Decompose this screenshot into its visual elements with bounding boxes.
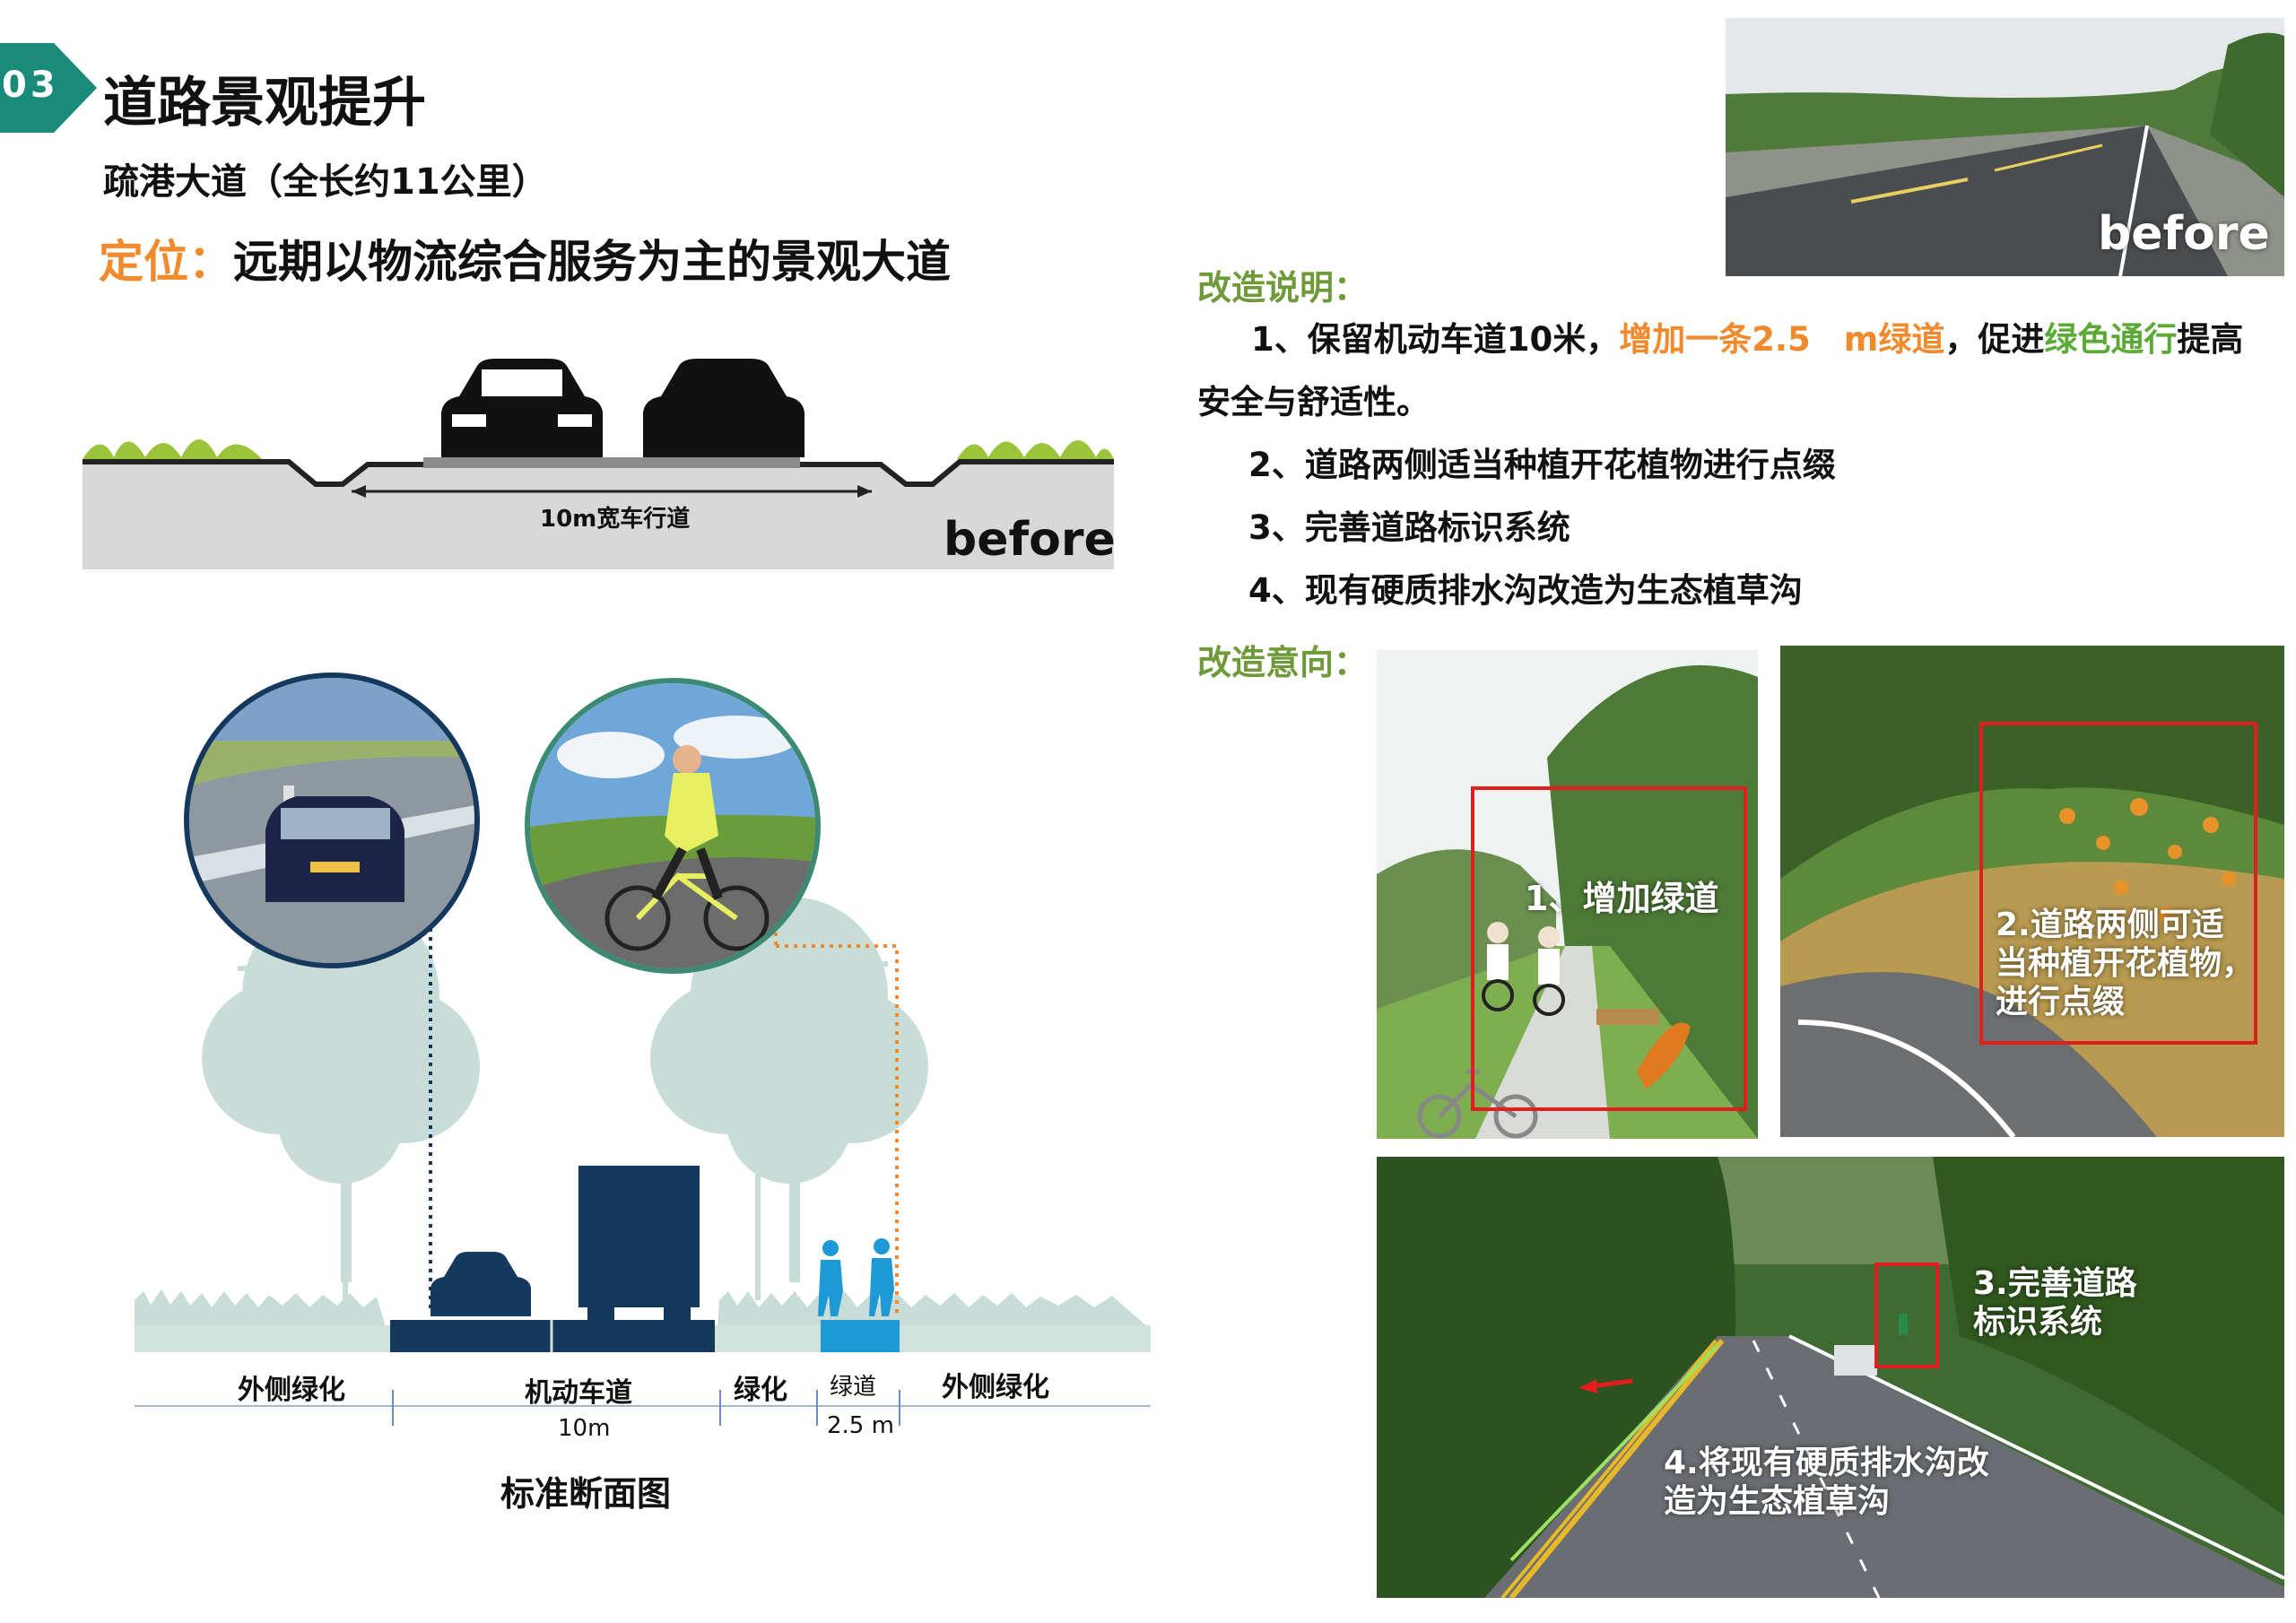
- label-green-strip: 绿化: [734, 1375, 787, 1406]
- truck-icon: [578, 1166, 700, 1320]
- cyclist-photo-circle: [525, 678, 821, 974]
- intent-photo-road: 3.完善道路 标识系统 4.将现有硬质排水沟改 造为生态植草沟: [1377, 1157, 2284, 1598]
- section-number: 03: [2, 65, 59, 106]
- highlight-box: [1979, 722, 2257, 1045]
- car-icon: [265, 796, 404, 902]
- description-item-1: 1、保留机动车道10米，增加一条2.5 m绿道，促进绿色通行提高: [1251, 312, 2243, 360]
- highlight-box: [1874, 1263, 1939, 1368]
- photo3-caption-line: 3.完善道路: [1973, 1265, 2137, 1302]
- divider-tick: [392, 1390, 394, 1426]
- before-photo-tag: before: [2098, 207, 2270, 261]
- cyclist-icon: [818, 1238, 894, 1316]
- item1-highlight-green-travel: 绿色通行: [2044, 320, 2178, 359]
- positioning-label: 定位：: [99, 236, 233, 288]
- divider-tick: [719, 1390, 721, 1426]
- description-item-4: 4、现有硬质排水沟改造为生态植草沟: [1248, 571, 1803, 610]
- description-item-3: 3、完善道路标识系统: [1248, 508, 1570, 547]
- description-item-2: 2、道路两侧适当种植开花植物进行点缀: [1248, 446, 1836, 484]
- section-badge: [0, 43, 97, 133]
- intent-photo-flowers: 2.道路两侧可适 当种植开花植物， 进行点缀: [1780, 646, 2284, 1137]
- photo2-caption: 2.道路两侧可适 当种植开花植物， 进行点缀: [1996, 906, 2254, 1022]
- photo3-caption-line: 标识系统: [1973, 1304, 2103, 1341]
- before-section-diagram: 10m宽车行道 before: [83, 359, 1116, 574]
- car-photo-circle: [184, 673, 480, 968]
- photo3-caption-swale: 4.将现有硬质排水沟改 造为生态植草沟: [1664, 1444, 1989, 1521]
- cyclist-icon: [1482, 922, 1565, 1016]
- label-motor-lane-width: 10m: [558, 1415, 611, 1442]
- car-icon: [430, 1252, 531, 1316]
- standard-section-diagram: 外侧绿化 机动车道 10m 绿化 绿道 2.5 m 外侧绿化 标准断面图: [126, 673, 1157, 1533]
- item1-part: ，促进: [1944, 320, 2045, 359]
- lane-width-label: 10m宽车行道: [540, 506, 691, 533]
- item1-highlight-greenway: 增加一条2.5 m绿道: [1619, 320, 1945, 359]
- before-road-photo: before: [1726, 18, 2284, 276]
- item1-part: 1、保留机动车道10米，: [1251, 320, 1620, 359]
- before-tag: before: [944, 513, 1116, 567]
- page-title: 道路景观提升: [103, 72, 426, 135]
- photo3-caption-line: 4.将现有硬质排水沟改: [1664, 1445, 1989, 1481]
- photo2-caption-line: 当种植开花植物，: [1996, 945, 2255, 983]
- page-subtitle: 疏港大道（全长约11公里）: [103, 161, 548, 203]
- item1-part: 提高: [2177, 320, 2244, 359]
- label-greenway: 绿道: [830, 1374, 877, 1401]
- photo3-caption-signage: 3.完善道路 标识系统: [1973, 1264, 2137, 1341]
- divider-tick: [899, 1390, 900, 1426]
- photo3-caption-line: 造为生态植草沟: [1664, 1483, 1891, 1521]
- label-outer-green-left: 外侧绿化: [238, 1375, 345, 1406]
- photo1-caption: 1、增加绿道: [1525, 879, 1719, 918]
- photo2-caption-line: 进行点缀: [1996, 984, 2126, 1021]
- positioning-line: 定位：远期以物流综合服务为主的景观大道: [99, 226, 951, 291]
- section-caption: 标准断面图: [500, 1474, 672, 1514]
- label-motor-lane: 机动车道: [525, 1377, 632, 1409]
- divider-tick: [816, 1390, 818, 1426]
- highlight-box: [1471, 786, 1747, 1111]
- photo2-caption-line: 2.道路两侧可适: [1996, 907, 2224, 943]
- cyclist-icon: [604, 745, 770, 951]
- intent-photo-greenway: 1、增加绿道: [1377, 650, 1758, 1139]
- intent-heading: 改造意向：: [1197, 643, 1369, 682]
- description-heading: 改造说明：: [1197, 268, 1369, 308]
- before-section-drawing: [83, 359, 1114, 569]
- label-greenway-width: 2.5 m: [827, 1412, 894, 1439]
- label-outer-green-right: 外侧绿化: [942, 1372, 1049, 1403]
- positioning-text: 远期以物流综合服务为主的景观大道: [233, 236, 951, 288]
- description-item-1-continued: 安全与舒适性。: [1197, 383, 1430, 421]
